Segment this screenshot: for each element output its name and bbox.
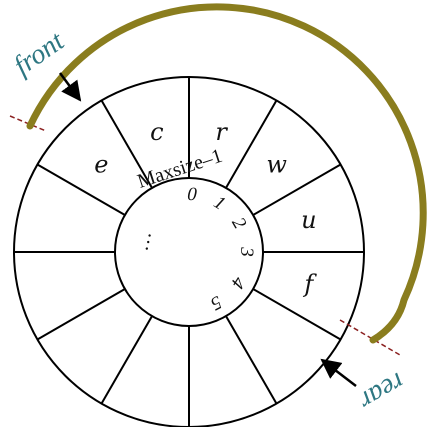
rear-label: rear bbox=[354, 366, 410, 416]
cell-u-letter: u bbox=[301, 206, 316, 234]
ring-divider bbox=[252, 288, 342, 341]
rear-dashed-line bbox=[339, 319, 401, 356]
index-label-3: 3 bbox=[236, 246, 257, 257]
cell-c-letter: c bbox=[150, 118, 163, 146]
ring-divider bbox=[100, 315, 153, 405]
ring-divider bbox=[100, 99, 153, 189]
index-label-0: 0 bbox=[187, 184, 198, 205]
ring-sectors bbox=[14, 77, 364, 427]
front-to-rear-arc bbox=[26, 3, 427, 344]
ring-divider bbox=[225, 315, 278, 405]
ring-divider bbox=[36, 288, 126, 341]
rear-arrow bbox=[320, 358, 357, 387]
ring-divider bbox=[36, 163, 126, 216]
cell-e-letter: e bbox=[94, 150, 108, 178]
ring-divider bbox=[225, 99, 278, 189]
cell-w-letter: w bbox=[266, 150, 287, 178]
ring-divider bbox=[252, 163, 342, 216]
inner-circle bbox=[114, 177, 264, 327]
cell-f-letter: f bbox=[302, 270, 317, 298]
ellipsis-label: … bbox=[130, 229, 156, 253]
outer-circle bbox=[13, 76, 365, 427]
cell-r-letter: r bbox=[215, 118, 228, 146]
front-arrow bbox=[58, 72, 82, 102]
